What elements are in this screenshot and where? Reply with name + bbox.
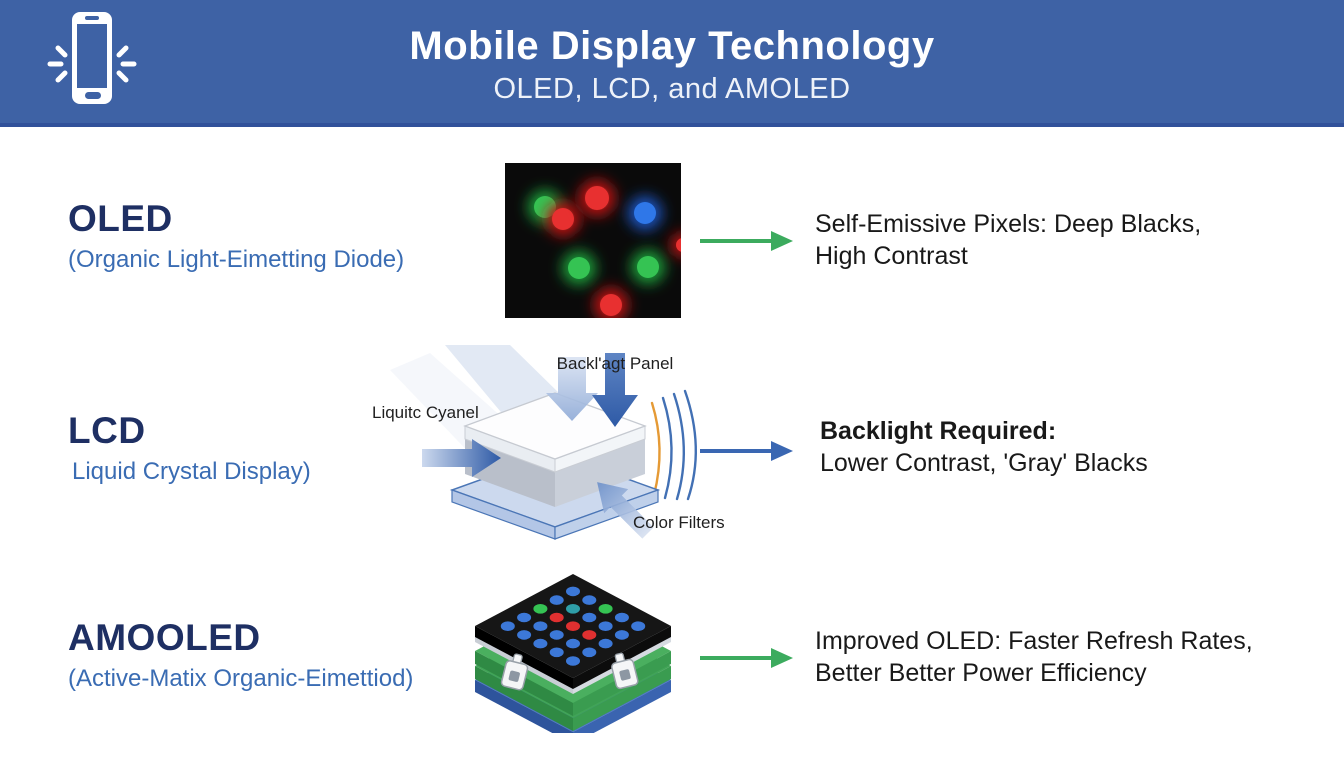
color-filter-sheets: [648, 389, 700, 501]
page-title: Mobile Display Technology: [409, 24, 935, 68]
lcd-layer-stack-diagram: [360, 345, 720, 545]
oled-description-line2: High Contrast: [815, 242, 968, 270]
lcd-description: Backlight Required: Lower Contrast, 'Gra…: [820, 415, 1148, 479]
liquid-crystal-arrow: [422, 439, 501, 477]
amoled-subheading: (Active-Matix Organic-Eimettiod): [68, 665, 414, 692]
liquid-crystal-label: Liquitc Cyanel: [372, 403, 479, 422]
lcd-subheading: Liquid Crystal Display): [72, 458, 311, 485]
chip-connector-clip: [611, 652, 639, 690]
amoled-description: Improved OLED: Faster Refresh Rates, Bet…: [815, 625, 1253, 689]
color-filters-label: Color Filters: [633, 513, 725, 532]
header-titles: Mobile Display Technology OLED, LCD, and…: [0, 0, 1344, 106]
color-filters-arrow: [597, 482, 654, 539]
chip-connector-clip: [500, 653, 529, 691]
oled-description-line1: Self-Emissive Pixels: Deep Blacks,: [815, 210, 1202, 238]
oled-pixel-closeup-photo: [505, 163, 681, 318]
lcd-description-line1: Backlight Required:: [820, 417, 1057, 445]
backlight-down-arrow: [592, 353, 638, 427]
lcd-flow-arrow-icon: [698, 438, 794, 464]
vibrating-smartphone-icon: [38, 4, 142, 125]
amoled-description-line1: Improved OLED: Faster Refresh Rates,: [815, 627, 1253, 655]
amoled-description-line2: Better Better Power Efficiency: [815, 659, 1147, 687]
amoled-layered-chip: [455, 568, 690, 744]
page-subtitle: OLED, LCD, and AMOLED: [493, 73, 851, 105]
amoled-flow-arrow-icon: [698, 645, 794, 671]
row-lcd-heading-block: LCD Liquid Crystal Display): [68, 410, 311, 486]
oled-heading: OLED: [68, 198, 173, 239]
chip-subpixel-dots: [500, 586, 646, 666]
oled-subheading: (Organic Light-Eimetting Diode): [68, 246, 405, 273]
backlight-down-arrow-light: [546, 357, 598, 421]
top-panel-layer: [463, 392, 647, 473]
backlight-panel-label: Backl'agt Panel: [556, 354, 674, 373]
amoled-heading: AMOOLED: [68, 617, 261, 658]
lcd-heading: LCD: [68, 410, 146, 451]
row-amoled-heading-block: AMOOLED (Active-Matix Organic-Eimettiod): [68, 617, 413, 693]
header-banner: Mobile Display Technology OLED, LCD, and…: [0, 0, 1344, 127]
oled-flow-arrow-icon: [698, 228, 794, 254]
row-oled-heading-block: OLED (Organic Light-Eimetting Diode): [68, 198, 404, 274]
oled-description: Self-Emissive Pixels: Deep Blacks, High …: [815, 208, 1201, 272]
lcd-description-line2: Lower Contrast, 'Gray' Blacks: [820, 449, 1148, 477]
